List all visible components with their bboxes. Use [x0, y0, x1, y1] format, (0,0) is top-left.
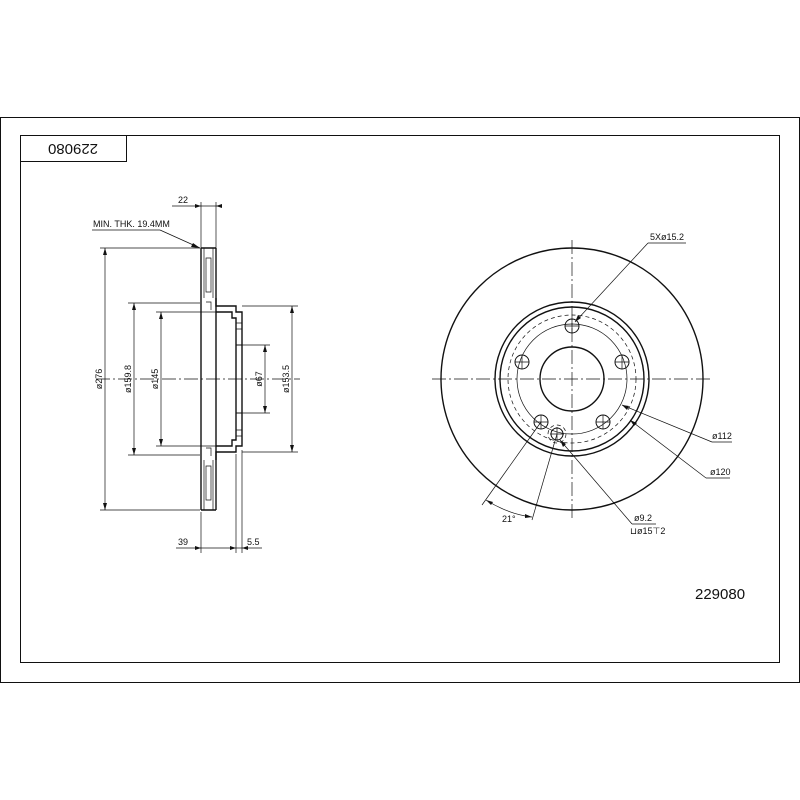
- outer-diameter-label: ø276: [94, 369, 104, 390]
- total-height-label: 39: [178, 537, 188, 547]
- part-number-box-rotated: 229080: [20, 135, 127, 162]
- diameter-159-label: ø159.8: [123, 365, 133, 393]
- diameter-145-label: ø145: [150, 369, 160, 390]
- front-view: 5Xø15.2 ø112 ø120 ø9.2 ⊔ø15⊤2 21°: [432, 232, 732, 536]
- thickness-label: 22: [178, 195, 188, 205]
- bolt-holes-label: 5Xø15.2: [650, 232, 684, 242]
- hat-offset-label: 5.5: [247, 537, 260, 547]
- bolt-holes: [514, 318, 630, 430]
- part-number-rotated: 229080: [48, 140, 98, 157]
- pcd-120-label: ø120: [710, 467, 731, 477]
- angle-label: 21°: [502, 514, 516, 524]
- bore-label: ø67: [254, 371, 264, 387]
- drawing-frame: [0, 117, 800, 683]
- counterbore-label: ⊔ø15⊤2: [630, 526, 665, 536]
- hat-diameter-label: ø153.5: [281, 365, 291, 393]
- pcd-112-label: ø112: [712, 431, 732, 441]
- small-hole-label: ø9.2: [634, 513, 652, 523]
- min-thickness-label: MIN. THK. 19.4MM: [93, 219, 170, 229]
- side-view: 22 MIN. THK. 19.4MM ø276 ø159.8 ø145: [92, 195, 300, 553]
- part-number: 229080: [695, 586, 745, 603]
